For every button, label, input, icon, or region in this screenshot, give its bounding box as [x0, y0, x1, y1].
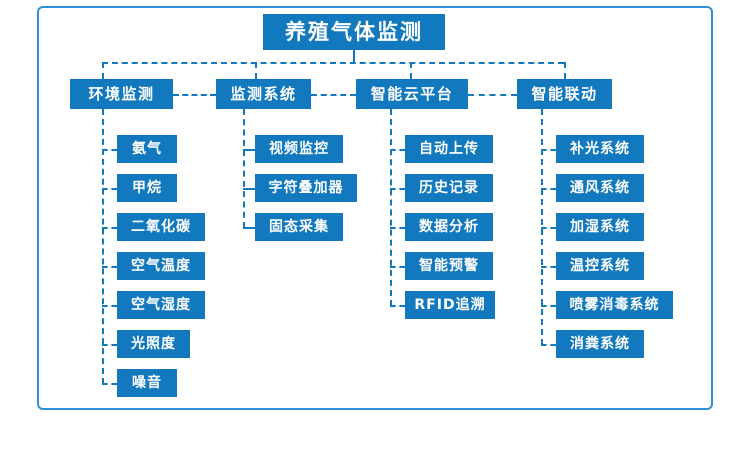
connector-stub-4-1 — [541, 149, 556, 151]
connector-stub-1-3 — [102, 227, 117, 229]
leaf-node-ventilation-system[interactable]: 通风系统 — [556, 174, 644, 202]
leaf-node-auto-upload[interactable]: 自动上传 — [405, 135, 493, 163]
leaf-node-data-analysis[interactable]: 数据分析 — [405, 213, 493, 241]
leaf-node-rfid-traceability[interactable]: RFID追溯 — [405, 291, 495, 319]
connector-sibling-3-4 — [468, 94, 517, 96]
connector-drop-branch-3 — [410, 62, 412, 79]
connector-stub-3-1 — [390, 149, 405, 151]
branch-node-smart-linkage[interactable]: 智能联动 — [517, 79, 612, 109]
leaf-node-history-records[interactable]: 历史记录 — [405, 174, 493, 202]
connector-stub-3-4 — [390, 266, 405, 268]
leaf-node-noise[interactable]: 噪音 — [117, 369, 177, 397]
connector-stub-1-6 — [102, 344, 117, 346]
leaf-node-methane[interactable]: 甲烷 — [117, 174, 177, 202]
branch-node-environment-monitoring[interactable]: 环境监测 — [70, 79, 173, 109]
leaf-node-illuminance[interactable]: 光照度 — [117, 330, 190, 358]
connector-stub-4-3 — [541, 227, 556, 229]
connector-drop-branch-4 — [564, 62, 566, 79]
connector-stub-1-2 — [102, 188, 117, 190]
leaf-node-ammonia[interactable]: 氨气 — [117, 135, 177, 163]
leaf-node-temperature-control-system[interactable]: 温控系统 — [556, 252, 644, 280]
connector-trunk-branch-2 — [243, 109, 245, 228]
connector-bus — [102, 62, 564, 64]
connector-stub-2-3 — [243, 227, 255, 229]
connector-stub-4-2 — [541, 188, 556, 190]
leaf-node-smart-alarm[interactable]: 智能预警 — [405, 252, 493, 280]
connector-stub-4-5 — [541, 305, 556, 307]
leaf-node-air-humidity[interactable]: 空气湿度 — [117, 291, 205, 319]
branch-node-cloud-platform[interactable]: 智能云平台 — [356, 79, 468, 109]
connector-stub-4-4 — [541, 266, 556, 268]
connector-stub-2-2 — [243, 188, 255, 190]
leaf-node-fill-light-system[interactable]: 补光系统 — [556, 135, 644, 163]
connector-drop-branch-1 — [102, 62, 104, 79]
diagram-title: 养殖气体监测 — [263, 14, 445, 50]
connector-stub-3-3 — [390, 227, 405, 229]
leaf-node-spray-disinfection-system[interactable]: 喷雾消毒系统 — [556, 291, 673, 319]
connector-stub-1-5 — [102, 305, 117, 307]
connector-sibling-1-2 — [173, 94, 216, 96]
connector-stub-1-1 — [102, 149, 117, 151]
leaf-node-character-overlay[interactable]: 字符叠加器 — [255, 174, 357, 202]
leaf-node-air-temperature[interactable]: 空气温度 — [117, 252, 205, 280]
connector-sibling-2-3 — [311, 94, 356, 96]
connector-stub-3-5 — [390, 305, 405, 307]
connector-title-stem — [353, 50, 355, 62]
connector-drop-branch-2 — [255, 62, 257, 79]
connector-trunk-branch-1 — [102, 109, 104, 384]
leaf-node-carbon-dioxide[interactable]: 二氧化碳 — [117, 213, 205, 241]
leaf-node-solid-state-acquisition[interactable]: 固态采集 — [255, 213, 343, 241]
connector-stub-3-2 — [390, 188, 405, 190]
leaf-node-humidification-system[interactable]: 加湿系统 — [556, 213, 644, 241]
connector-stub-1-7 — [102, 383, 117, 385]
connector-trunk-branch-3 — [390, 109, 392, 306]
connector-stub-4-6 — [541, 344, 556, 346]
branch-node-monitoring-system[interactable]: 监测系统 — [216, 79, 311, 109]
connector-stub-2-1 — [243, 149, 255, 151]
leaf-node-manure-removal-system[interactable]: 消粪系统 — [556, 330, 644, 358]
connector-stub-1-4 — [102, 266, 117, 268]
leaf-node-video-surveillance[interactable]: 视频监控 — [255, 135, 343, 163]
